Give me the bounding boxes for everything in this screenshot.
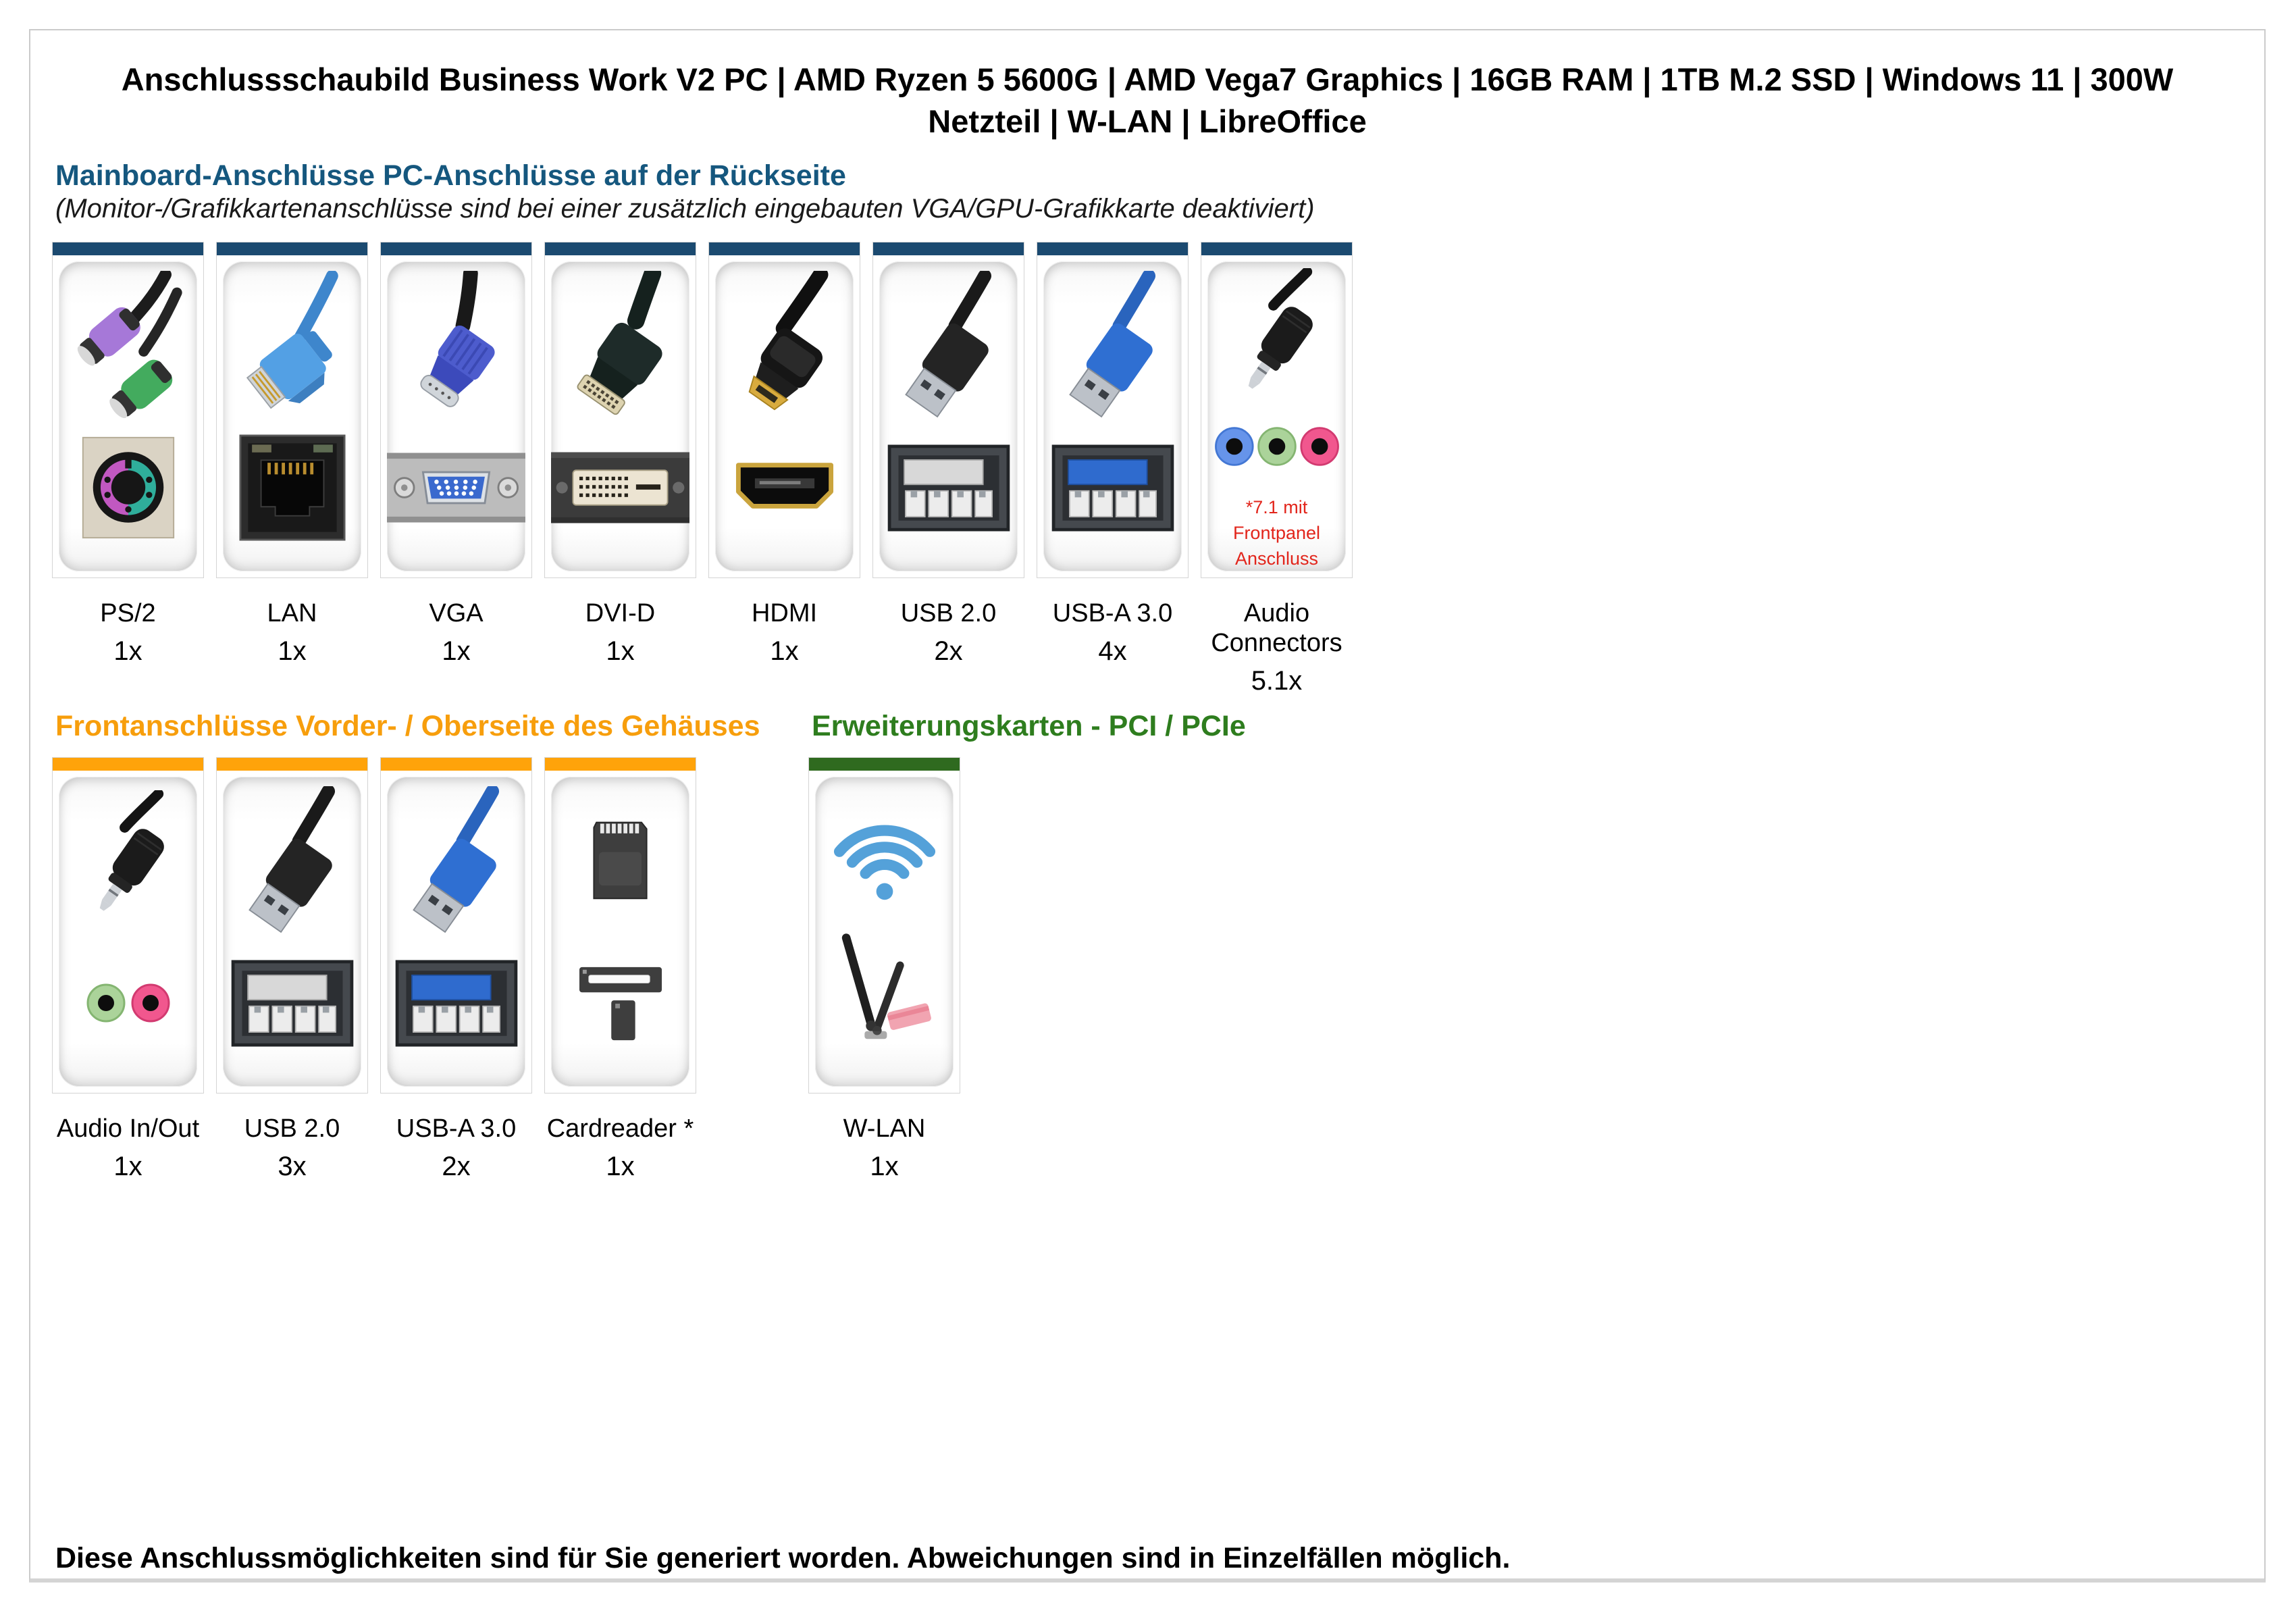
usb2-connector-icon	[904, 270, 991, 417]
rear-port-card-lan: LAN 1x	[216, 242, 368, 696]
port-label: USB 2.0	[244, 1114, 340, 1143]
port-label: USB-A 3.0	[1052, 599, 1173, 627]
footer-disclaimer: Diese Anschlussmöglichkeiten sind für Si…	[55, 1542, 1511, 1574]
rear-port-card-ps2: PS/2 1x	[52, 242, 204, 696]
port-count: 1x	[770, 636, 799, 666]
wifi-icon	[833, 825, 935, 900]
port-count: 4x	[1098, 636, 1127, 666]
content-frame: Anschlussschaubild Business Work V2 PC |…	[29, 29, 2266, 1583]
port-count: 1x	[278, 636, 307, 666]
usb2-port-icon	[231, 959, 353, 1047]
front-port-card-usb3: USB-A 3.0 2x	[380, 757, 532, 1181]
sd-card-icon	[593, 821, 648, 900]
expansion-section-heading: Erweiterungskarten - PCI / PCIe	[812, 710, 1246, 742]
port-count: 1x	[113, 636, 142, 666]
wlan-antenna-icon	[841, 933, 931, 1039]
port-count: 2x	[934, 636, 963, 666]
port-count: 5.1x	[1251, 666, 1303, 696]
card-accent-bar	[381, 758, 531, 771]
card-accent-bar	[709, 242, 860, 255]
vga-connector-icon	[419, 270, 495, 407]
page-title: Anschlussschaubild Business Work V2 PC |…	[121, 61, 2174, 139]
rear-port-card-usb2: USB 2.0 2x	[872, 242, 1024, 696]
port-label: USB 2.0	[900, 599, 997, 627]
hdmi-port-icon	[735, 463, 833, 509]
rear-section-subheading: (Monitor-/Grafikkartenanschlüsse sind be…	[55, 194, 1315, 224]
vga-port-icon	[387, 453, 525, 523]
usb3-connector-icon	[1068, 270, 1155, 417]
rear-port-card-hdmi: HDMI 1x	[708, 242, 860, 696]
ps2-port-icon	[82, 436, 174, 539]
rear-port-card-usb3: USB-A 3.0 4x	[1037, 242, 1189, 696]
port-count: 1x	[442, 636, 471, 666]
usb2-port-icon	[887, 444, 1010, 532]
dvi-port-icon	[551, 452, 689, 523]
section-expansion-cards: Erweiterungskarten - PCI / PCIe	[808, 711, 1246, 1181]
port-count: 1x	[606, 1152, 635, 1181]
lan-connector-icon	[246, 270, 338, 409]
port-label: LAN	[267, 599, 317, 627]
audio-jack-icon	[1248, 268, 1313, 389]
expansion-card-wlan: W-LAN 1x	[808, 757, 960, 1181]
port-label: Cardreader *	[546, 1114, 694, 1143]
card-accent-bar	[53, 242, 203, 255]
card-accent-bar	[217, 242, 367, 255]
usb3-port-icon	[395, 959, 517, 1047]
front-port-card-usb2: USB 2.0 3x	[216, 757, 368, 1181]
dvi-connector-icon	[577, 270, 662, 415]
card-accent-bar	[1201, 242, 1352, 255]
card-accent-bar	[381, 242, 531, 255]
port-count: 1x	[606, 636, 635, 666]
lan-port-icon	[238, 434, 346, 541]
card-accent-bar	[1037, 242, 1188, 255]
card-accent-bar	[545, 242, 696, 255]
port-count: 1x	[870, 1152, 899, 1181]
usb3-port-icon	[1051, 444, 1174, 532]
front-section-heading: Frontanschlüsse Vorder- / Oberseite des …	[55, 710, 760, 742]
audio-jacks-trio-icon	[1214, 427, 1339, 466]
port-label: DVI-D	[585, 599, 656, 627]
section-front-ports: Frontanschlüsse Vorder- / Oberseite des …	[52, 711, 808, 1181]
card-slot-icon	[579, 967, 662, 1040]
port-count: 2x	[442, 1152, 471, 1181]
rear-cards-row: PS/2 1x	[52, 242, 1353, 696]
section-rear-ports: Mainboard-Anschlüsse PC-Anschlüsse auf d…	[52, 160, 1353, 696]
card-accent-bar	[873, 242, 1024, 255]
port-label: W-LAN	[843, 1114, 926, 1143]
hdmi-connector-icon	[748, 270, 828, 410]
usb3-connector-icon	[412, 786, 499, 933]
front-port-card-cardreader: Cardreader * 1x	[544, 757, 696, 1181]
rear-section-heading: Mainboard-Anschlüsse PC-Anschlüsse auf d…	[55, 159, 846, 192]
usb2-connector-icon	[248, 786, 335, 933]
audio-note: *7.1 mit Frontpanel Anschluss	[1232, 497, 1321, 569]
card-accent-bar	[809, 758, 960, 771]
card-accent-bar	[53, 758, 203, 771]
port-count: 3x	[278, 1152, 307, 1181]
expansion-cards-row: W-LAN 1x	[808, 757, 1246, 1181]
ps2-connector-icon	[77, 270, 182, 418]
rear-port-card-audio: *7.1 mit Frontpanel Anschluss Audio Conn…	[1201, 242, 1353, 696]
port-label: VGA	[429, 599, 484, 627]
front-expansion-row: Frontanschlüsse Vorder- / Oberseite des …	[52, 711, 1246, 1181]
rear-port-card-dvi: DVI-D 1x	[544, 242, 696, 696]
port-label: PS/2	[100, 599, 156, 627]
audio-jacks-duo-icon	[86, 983, 169, 1023]
port-label: HDMI	[751, 599, 818, 627]
front-cards-row: Audio In/Out 1x	[52, 757, 808, 1181]
port-label: Audio Connectors	[1211, 599, 1342, 657]
port-label: Audio In/Out	[56, 1114, 200, 1143]
port-count: 1x	[113, 1152, 142, 1181]
port-label: USB-A 3.0	[396, 1114, 517, 1143]
audio-jack-icon	[99, 790, 164, 911]
front-port-card-audio: Audio In/Out 1x	[52, 757, 204, 1181]
card-accent-bar	[217, 758, 367, 771]
card-accent-bar	[545, 758, 696, 771]
rear-port-card-vga: VGA 1x	[380, 242, 532, 696]
